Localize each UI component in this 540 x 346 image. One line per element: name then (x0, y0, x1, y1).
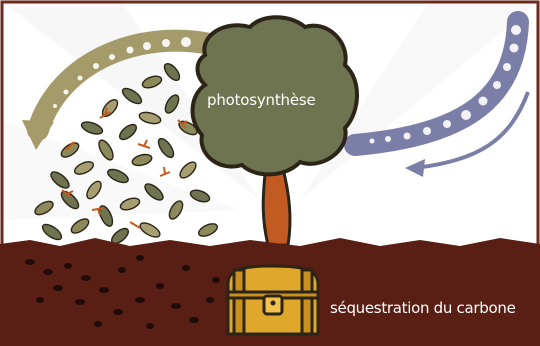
co2-intake-arrow-icon (344, 11, 530, 177)
treasure-chest-icon (226, 264, 320, 336)
photosynthesis-label: photosynthèse (207, 91, 316, 109)
falling-leaves-icon (34, 62, 219, 245)
carbon-sequestration-label: séquestration du carbone (330, 299, 516, 317)
leaf-fall-arrow-icon (22, 29, 221, 150)
tree-icon (190, 15, 359, 247)
